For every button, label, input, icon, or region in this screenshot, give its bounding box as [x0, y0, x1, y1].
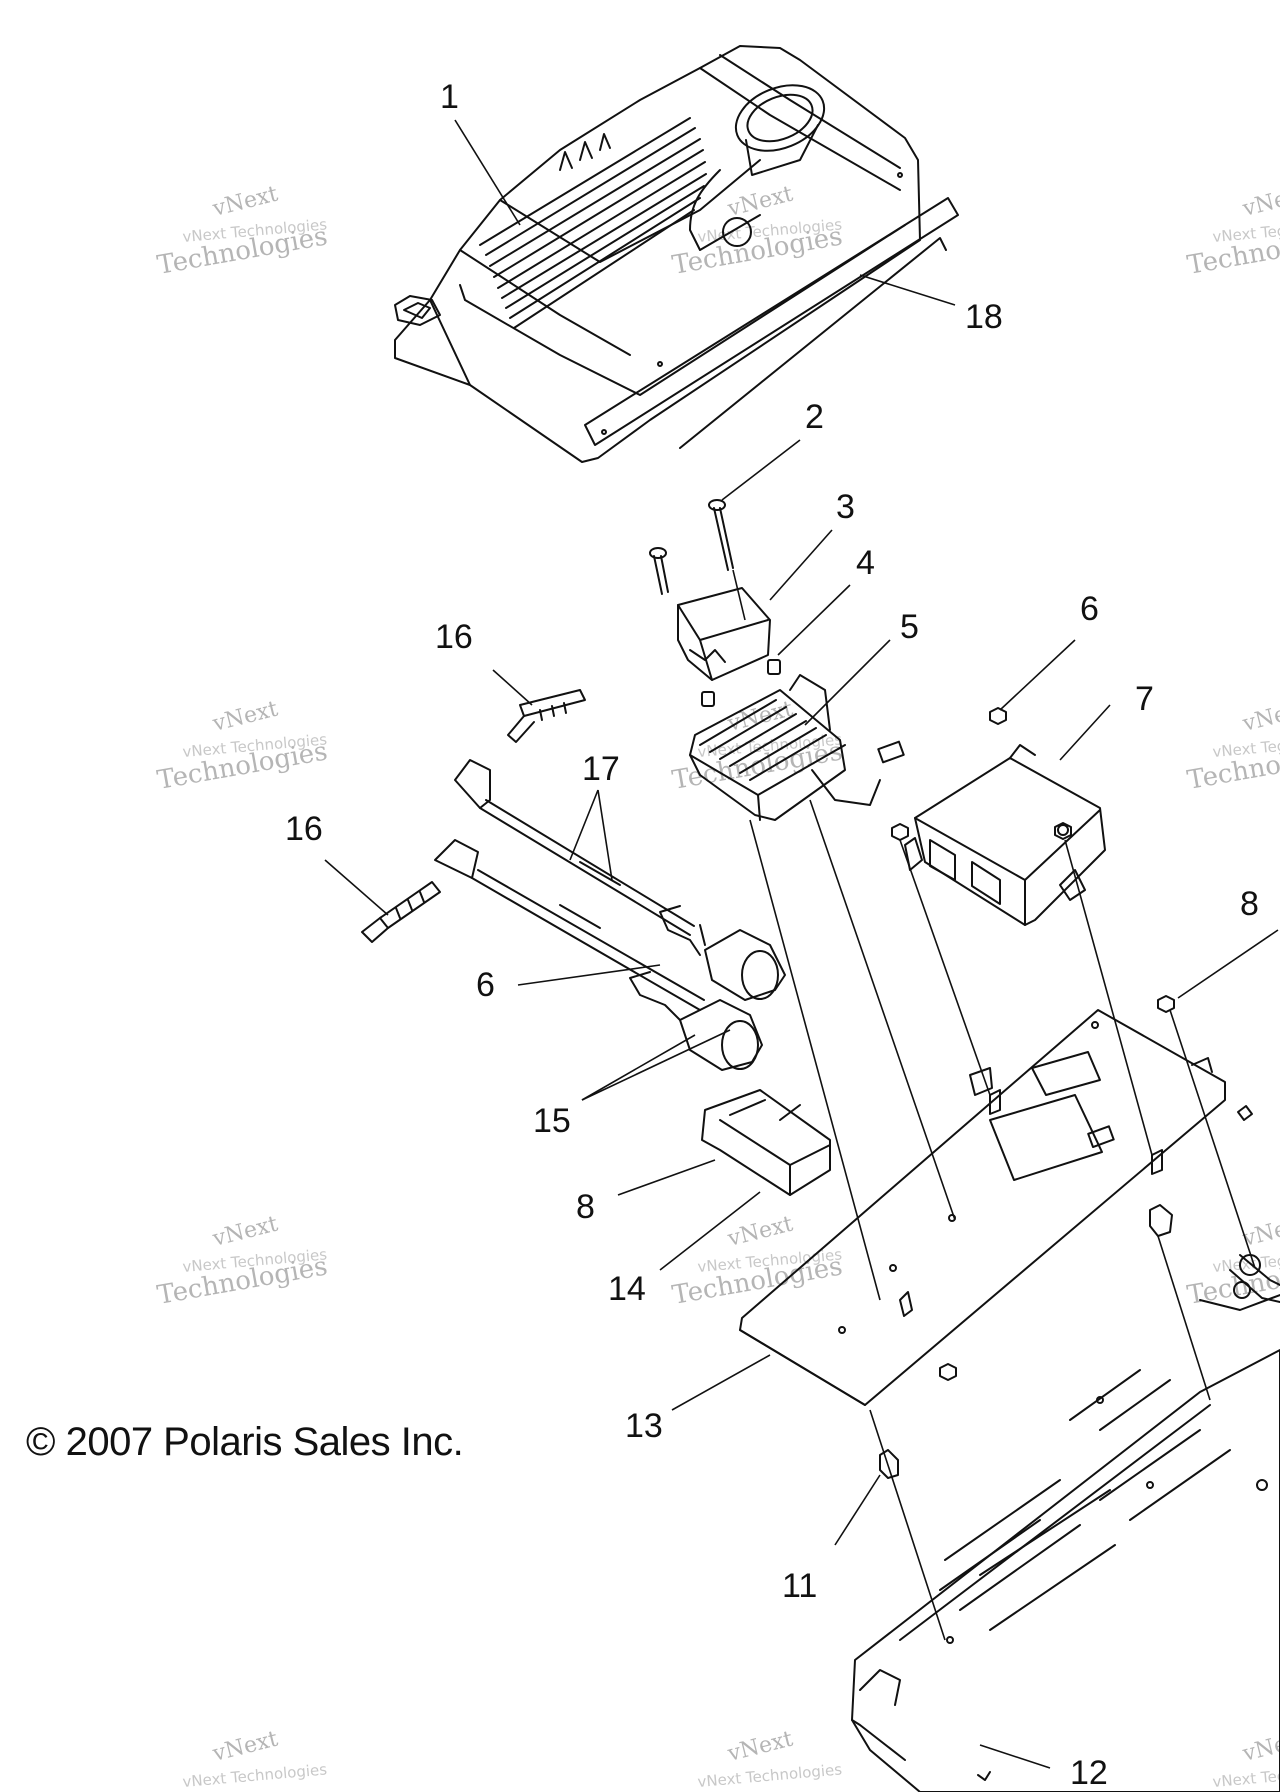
- leader-line: [617, 1159, 716, 1196]
- leader-line: [324, 859, 389, 916]
- part-ecu: [904, 744, 1106, 926]
- part-ignition-coil-upper: [659, 905, 786, 1001]
- part-nut: [891, 707, 1175, 1013]
- watermark-text: vNext: [209, 1212, 280, 1252]
- part-relay: [677, 587, 771, 681]
- part-ignition-coil-lower: [629, 971, 763, 1071]
- leader-line: [869, 1409, 946, 1641]
- leader-line: [769, 529, 833, 601]
- watermark: vNext vNext Technologies Technologies: [670, 182, 845, 281]
- callout-8: 8: [1240, 885, 1259, 923]
- part-screw-long: [708, 499, 734, 571]
- callout-5: 5: [900, 608, 919, 646]
- callout-4: 4: [856, 544, 875, 582]
- watermark: vNext vNext Technologies Technologies: [1185, 182, 1280, 281]
- watermark-group: vNext vNext Technologies Technologies vN…: [155, 182, 1280, 1791]
- callout-6: 6: [476, 966, 495, 1004]
- leader-line: [597, 789, 613, 881]
- watermark-text: vNext: [724, 1212, 795, 1252]
- callout-16: 16: [285, 810, 323, 848]
- copyright-notice: © 2007 Polaris Sales Inc.: [26, 1420, 464, 1464]
- leader-line: [1157, 1235, 1211, 1401]
- watermark: vNext vNext Technologies: [697, 1727, 843, 1791]
- watermark-text: vNext: [1239, 1212, 1280, 1252]
- watermark: vNext vNext Technologies: [1212, 1727, 1280, 1791]
- part-engine-cover: [394, 45, 921, 463]
- watermark-text: vNext Technologies: [182, 1760, 328, 1791]
- leader-line: [517, 964, 661, 986]
- leader-lines: [324, 119, 1279, 1769]
- leader-line: [834, 1474, 881, 1546]
- leader-line: [749, 819, 881, 1301]
- watermark: vNext vNext Technologies: [182, 1727, 328, 1791]
- callout-18: 18: [965, 298, 1003, 336]
- callout-7: 7: [1135, 680, 1154, 718]
- watermark: vNext vNext Technologies Technologies: [155, 1212, 330, 1311]
- watermark-text: vNext: [209, 1727, 280, 1767]
- leader-line: [899, 839, 991, 1096]
- callout-6: 6: [1080, 590, 1099, 628]
- callout-14: 14: [608, 1270, 646, 1308]
- callout-17: 17: [582, 750, 620, 788]
- leader-line: [732, 569, 746, 621]
- part-bolt: [1191, 1057, 1253, 1121]
- leader-line: [1059, 704, 1111, 761]
- leader-line: [804, 639, 891, 726]
- callout-13: 13: [625, 1407, 663, 1445]
- watermark: vNext vNext Technologies Technologies: [670, 1212, 845, 1311]
- watermark-text: vNext: [1239, 182, 1280, 222]
- leader-line: [809, 799, 956, 1221]
- watermark-text: vNext: [1239, 1727, 1280, 1767]
- leader-line: [581, 1034, 696, 1101]
- watermark-text: vNext: [209, 182, 280, 222]
- part-voltage-regulator: [689, 674, 905, 821]
- part-chassis-pan: [851, 1349, 1280, 1792]
- watermark-text: vNext: [724, 697, 795, 737]
- callout-16: 16: [435, 618, 473, 656]
- watermark-text: vNext: [724, 1727, 795, 1767]
- leader-line: [581, 1029, 731, 1101]
- part-decal-strip: [584, 197, 959, 449]
- leader-line: [721, 439, 801, 501]
- callout-3: 3: [836, 488, 855, 526]
- leader-line: [1064, 839, 1153, 1156]
- part-wire-harness: [1199, 1254, 1280, 1311]
- part-spacer: [701, 659, 781, 707]
- watermark-text: vNext Technologies: [697, 1760, 843, 1791]
- part-coil-bracket: [701, 1089, 831, 1196]
- part-standoff: [879, 1089, 1173, 1479]
- watermark-text: vNext: [209, 697, 280, 737]
- watermark: vNext vNext Technologies Technologies: [1185, 697, 1280, 796]
- callout-labels: 1 18 2 3 4 5 6 7 16 17 16 6 8 15 8 14 13…: [285, 78, 1259, 1792]
- leader-line: [859, 274, 956, 306]
- part-spark-plug-lower: [361, 881, 441, 943]
- part-spark-plug-wire: [434, 759, 705, 1011]
- watermark: vNext vNext Technologies Technologies: [155, 182, 330, 281]
- watermark: vNext vNext Technologies Technologies: [1185, 1212, 1280, 1311]
- callout-2: 2: [805, 398, 824, 436]
- watermark-text: vNext: [1239, 697, 1280, 737]
- callout-1: 1: [440, 78, 459, 116]
- callout-15: 15: [533, 1102, 571, 1140]
- leader-line: [979, 1744, 1051, 1769]
- part-screw-short: [649, 547, 669, 595]
- leader-line: [1169, 1009, 1256, 1269]
- leader-line: [777, 584, 851, 656]
- callout-11: 11: [782, 1567, 817, 1605]
- watermark: vNext vNext Technologies Technologies: [155, 697, 330, 796]
- leader-line: [659, 1191, 761, 1271]
- leader-line: [454, 119, 521, 226]
- callout-8: 8: [576, 1188, 595, 1226]
- part-mounting-plate: [739, 1009, 1226, 1406]
- leader-line: [1177, 929, 1279, 999]
- leader-line: [492, 669, 533, 706]
- leader-line: [671, 1354, 771, 1411]
- part-spark-plug-upper: [507, 689, 586, 743]
- leader-line: [569, 789, 599, 861]
- callout-12: 12: [1070, 1754, 1108, 1792]
- leader-line: [999, 639, 1076, 711]
